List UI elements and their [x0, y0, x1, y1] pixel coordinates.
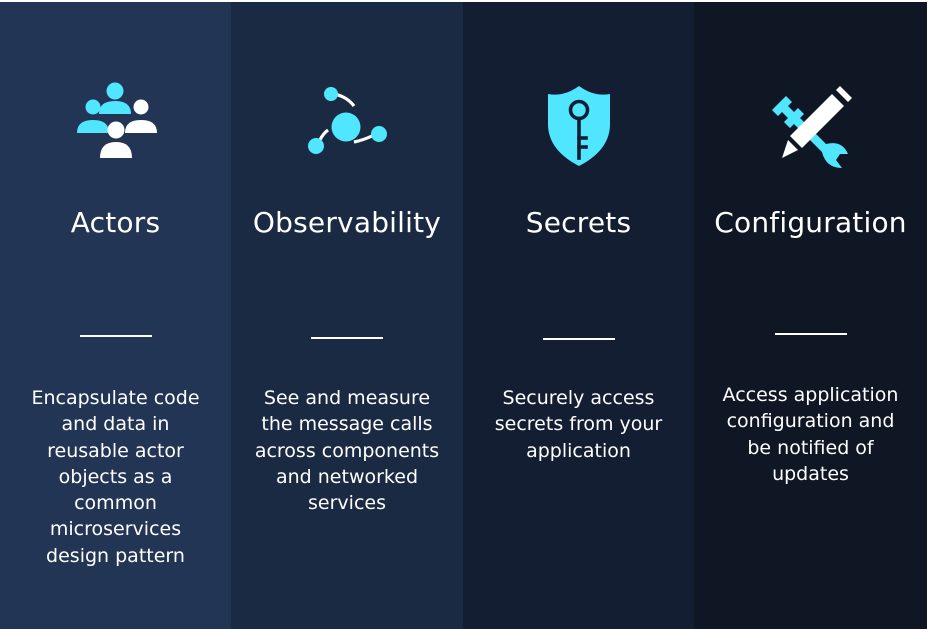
description-line: Securely access [502, 387, 655, 409]
feature-title: Actors [70, 206, 161, 239]
feature-title: Secrets [525, 206, 632, 239]
feature-column-actors: Actors Encapsulate code and data in reus… [0, 2, 231, 629]
title-divider [774, 333, 847, 335]
network-nodes-icon [302, 80, 392, 172]
description-line: application [526, 439, 631, 462]
description-line: common [74, 492, 157, 515]
title-divider [542, 338, 615, 340]
description-line: design pattern [46, 544, 185, 567]
description-line: objects as a [58, 465, 173, 488]
description-line: microservices [49, 518, 182, 541]
feature-title: Configuration [714, 206, 907, 239]
description-line: across components [254, 439, 440, 462]
description-line: Encapsulate code [31, 387, 200, 409]
feature-description: See and measure the message calls across… [245, 385, 449, 516]
description-line: the message calls [261, 413, 433, 436]
title-divider [79, 335, 152, 337]
wrench-pencil-icon [766, 80, 856, 172]
description-line: services [308, 492, 386, 515]
description-line: secrets from your [494, 413, 663, 436]
description-line: be notified of [747, 436, 874, 459]
feature-description: Encapsulate code and data in reusable ac… [14, 385, 217, 569]
description-line: See and measure [263, 387, 431, 409]
description-line: updates [772, 462, 849, 485]
description-line: reusable actor [47, 439, 184, 462]
feature-description: Securely access secrets from your applic… [477, 385, 680, 464]
feature-title: Observability [252, 206, 442, 239]
people-group-icon [71, 80, 161, 172]
title-divider [311, 337, 383, 339]
description-line: and data in [61, 413, 170, 436]
description-line: and networked [275, 465, 419, 488]
description-line: configuration and [726, 410, 895, 433]
feature-column-configuration: Configuration Access application configu… [694, 2, 927, 629]
shield-key-icon [534, 80, 624, 172]
feature-description: Access application configuration and be … [708, 382, 913, 487]
feature-column-secrets: Secrets Securely access secrets from you… [463, 2, 694, 629]
feature-column-observability: Observability See and measure the messag… [231, 2, 463, 629]
description-line: Access application [722, 384, 899, 406]
